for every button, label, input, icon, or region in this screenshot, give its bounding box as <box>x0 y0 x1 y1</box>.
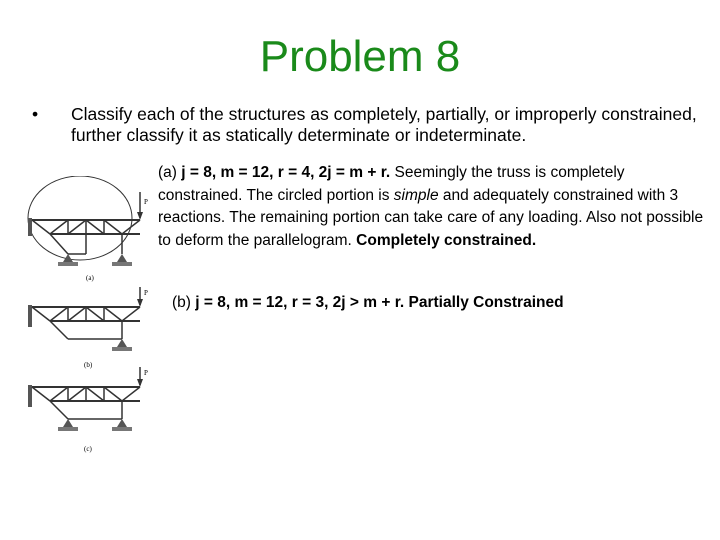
explanation-a-text-2: and adequately constrained with 3 reacti… <box>158 186 704 249</box>
load-label-c: P <box>144 369 148 377</box>
bullet-marker: • <box>32 104 39 124</box>
explanation-a: (a) j = 8, m = 12, r = 4, 2j = m + r. Se… <box>158 162 710 252</box>
caption-c: (c) <box>84 445 92 453</box>
caption-b: (b) <box>84 361 93 369</box>
load-label-b: P <box>144 289 148 297</box>
explanation-b-prefix: (b) <box>172 294 196 311</box>
explanation-b: (b) j = 8, m = 12, r = 3, 2j > m + r. Pa… <box>172 292 712 315</box>
caption-a: (a) <box>86 274 94 282</box>
explanation-a-emphasis: simple <box>393 186 439 204</box>
circled-portion-outline <box>27 175 133 261</box>
explanation-a-conclusion: Completely constrained. <box>356 231 537 249</box>
bullet-text: Classify each of the structures as compl… <box>71 104 697 145</box>
truss-figure-c: P (c) <box>20 365 160 462</box>
load-label-a: P <box>144 198 148 206</box>
explanation-b-formula: j = 8, m = 12, r = 3, 2j > m + r. Partia… <box>195 294 564 311</box>
explanation-a-formula: j = 8, m = 12, r = 4, 2j = m + r. <box>181 164 391 181</box>
slide-title: Problem 8 <box>259 32 461 81</box>
truss-figure-a: P (a) <box>20 175 160 289</box>
explanation-a-prefix: (a) <box>158 164 182 181</box>
truss-figure-b: P (b) <box>20 285 160 380</box>
explanation-a-text-1: Seemingly the truss is completely constr… <box>158 164 625 204</box>
